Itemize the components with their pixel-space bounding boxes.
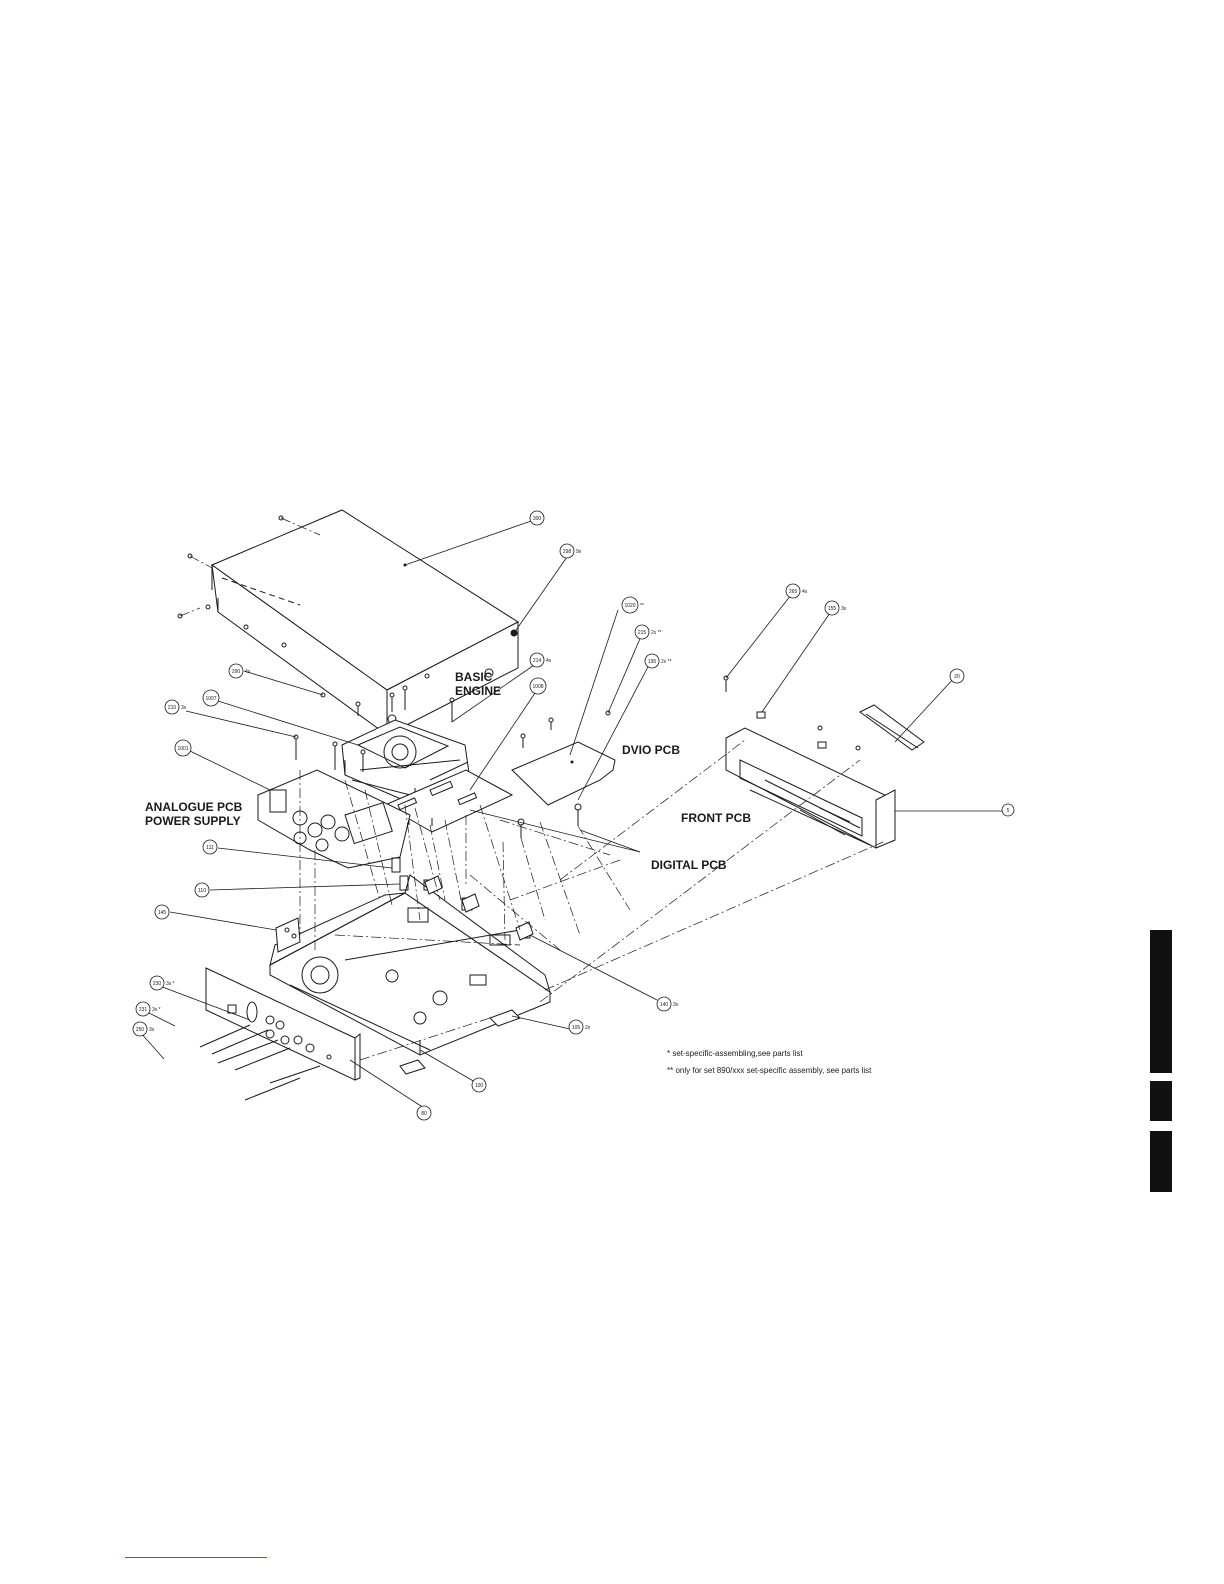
svg-text:300: 300 bbox=[533, 516, 542, 522]
callout-1020: 1020 ** bbox=[621, 596, 644, 614]
svg-text:298: 298 bbox=[563, 549, 572, 555]
callout-250: 250 3x bbox=[132, 1021, 155, 1037]
svg-text:265: 265 bbox=[789, 589, 798, 595]
leader-lines bbox=[139, 520, 1002, 1109]
label-digital-pcb: DIGITAL PCB bbox=[651, 858, 727, 872]
footnotes: * set-specific-assembling,see parts list… bbox=[667, 1049, 872, 1075]
svg-text:3x: 3x bbox=[841, 606, 847, 612]
svg-text:111: 111 bbox=[206, 845, 214, 851]
svg-text:1008: 1008 bbox=[532, 684, 543, 690]
svg-text:145: 145 bbox=[158, 910, 167, 916]
svg-text:1001: 1001 bbox=[177, 746, 188, 752]
callout-80: 80 bbox=[416, 1105, 432, 1121]
chassis-part bbox=[269, 874, 551, 1056]
svg-text:3x: 3x bbox=[149, 1027, 155, 1033]
svg-text:100: 100 bbox=[475, 1083, 484, 1089]
small-parts bbox=[275, 857, 534, 1075]
callout-195: 195 2x ** bbox=[644, 653, 672, 669]
callout-210: 210 3x bbox=[164, 699, 187, 715]
callout-5: 5 bbox=[1001, 803, 1015, 817]
callout-300: 300 bbox=[529, 510, 545, 526]
callout-111: 111 bbox=[202, 839, 218, 855]
svg-text:4x: 4x bbox=[245, 669, 251, 675]
callout-100: 100 bbox=[471, 1077, 487, 1093]
top-cover-part bbox=[210, 509, 520, 736]
dvio-pcb-part bbox=[511, 710, 616, 838]
svg-text:1007: 1007 bbox=[205, 696, 216, 702]
side-index-tab bbox=[1150, 1131, 1172, 1192]
svg-text:105: 105 bbox=[572, 1025, 581, 1031]
cover-screws bbox=[177, 515, 518, 698]
svg-text:80: 80 bbox=[421, 1111, 427, 1117]
svg-text:20: 20 bbox=[954, 674, 960, 680]
svg-text:4x: 4x bbox=[802, 589, 808, 595]
svg-text:140: 140 bbox=[660, 1002, 669, 1008]
side-index-tab bbox=[1150, 1081, 1172, 1121]
analogue-pcb-part bbox=[257, 734, 411, 869]
svg-text:210: 210 bbox=[168, 705, 177, 711]
callout-group: 300 298 9x 1020 ** 215 2x ** 195 2x ** 214 4x… bbox=[132, 510, 1015, 1121]
callout-140: 140 3x bbox=[656, 996, 679, 1012]
callout-155: 155 3x bbox=[824, 600, 847, 616]
svg-text:215: 215 bbox=[638, 630, 647, 636]
svg-text:3x: 3x bbox=[181, 705, 187, 711]
label-basic-engine-2: ENGINE bbox=[455, 684, 501, 698]
svg-text:250: 250 bbox=[136, 1027, 145, 1033]
callout-231: 231 3x * bbox=[135, 1001, 161, 1017]
callout-20: 20 bbox=[949, 668, 965, 684]
svg-text:290: 290 bbox=[232, 669, 241, 675]
note-single-star: * set-specific-assembling,see parts list bbox=[667, 1049, 803, 1058]
assembly-axes bbox=[179, 517, 884, 1061]
svg-text:3x *: 3x * bbox=[166, 981, 175, 987]
svg-text:5: 5 bbox=[1007, 808, 1010, 814]
svg-text:214: 214 bbox=[533, 658, 542, 664]
callout-105: 105 2x bbox=[568, 1019, 591, 1035]
side-index-tab bbox=[1150, 930, 1172, 1073]
digital-pcb-part bbox=[383, 769, 514, 833]
label-power-supply: POWER SUPPLY bbox=[145, 814, 241, 828]
callout-298: 298 9x bbox=[559, 543, 582, 559]
callout-230: 230 3x * bbox=[149, 975, 175, 991]
label-analogue-pcb: ANALOGUE PCB bbox=[145, 800, 243, 814]
rear-panel-part bbox=[199, 967, 361, 1101]
svg-text:155: 155 bbox=[828, 606, 837, 612]
svg-text:**: ** bbox=[640, 603, 644, 609]
label-front-pcb: FRONT PCB bbox=[681, 811, 751, 825]
svg-text:2x **: 2x ** bbox=[651, 630, 662, 636]
label-basic-engine-1: BASIC bbox=[455, 670, 493, 684]
svg-text:110: 110 bbox=[198, 888, 206, 894]
svg-text:3x: 3x bbox=[673, 1002, 679, 1008]
svg-text:2x **: 2x ** bbox=[661, 659, 672, 665]
callout-1008: 1008 bbox=[529, 677, 547, 695]
assembly-labels: BASIC ENGINE DVIO PCB ANALOGUE PCB POWER… bbox=[145, 670, 751, 872]
callout-1001: 1001 bbox=[174, 739, 192, 757]
svg-text:3x *: 3x * bbox=[152, 1007, 161, 1013]
svg-text:195: 195 bbox=[648, 659, 657, 665]
svg-text:1020: 1020 bbox=[624, 603, 635, 609]
svg-text:4x: 4x bbox=[546, 658, 552, 664]
callout-215: 215 2x ** bbox=[634, 624, 662, 640]
note-double-star: ** only for set 890/xxx set-specific ass… bbox=[667, 1066, 872, 1075]
callout-1007: 1007 bbox=[202, 689, 220, 707]
callout-290: 290 4x bbox=[228, 663, 251, 679]
front-panel-part bbox=[723, 675, 925, 849]
callout-265: 265 4x bbox=[785, 583, 808, 599]
footer-rule bbox=[125, 1557, 267, 1558]
svg-text:2x: 2x bbox=[585, 1025, 591, 1031]
callout-110: 110 bbox=[194, 882, 210, 898]
svg-text:231: 231 bbox=[139, 1007, 148, 1013]
callout-145: 145 bbox=[154, 904, 170, 920]
svg-text:230: 230 bbox=[153, 981, 162, 987]
callout-214: 214 4x bbox=[529, 652, 552, 668]
label-dvio-pcb: DVIO PCB bbox=[622, 743, 680, 757]
svg-text:9x: 9x bbox=[576, 549, 582, 555]
